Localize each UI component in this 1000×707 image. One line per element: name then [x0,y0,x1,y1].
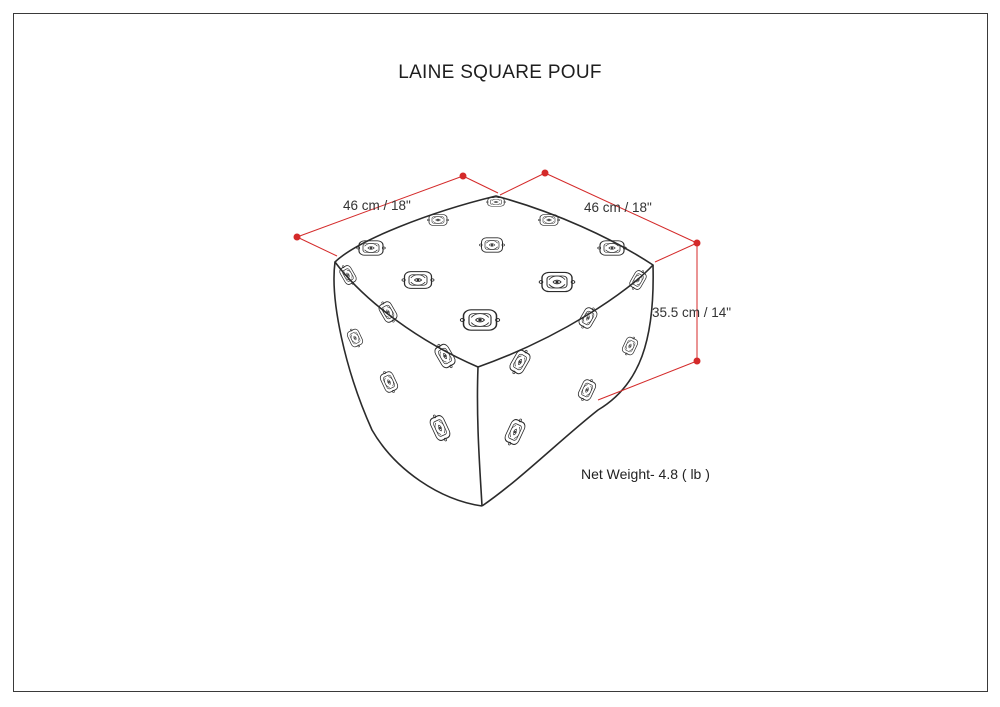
top-motifs [356,197,627,331]
right-side-motifs [501,267,649,449]
pouf-outline [333,195,654,507]
dimension-point [541,169,549,177]
left-side-motifs [337,262,459,445]
net-weight: Net Weight- 4.8 ( lb ) [581,466,710,482]
product-title: LAINE SQUARE POUF [398,62,602,83]
dimension-point [293,233,301,241]
height-label: 35.5 cm / 14" [652,305,732,320]
width-right-label: 46 cm / 18" [584,200,652,215]
drawing-frame [13,13,988,692]
width-left-label: 46 cm / 18" [343,198,411,213]
dimension-point [693,357,701,365]
dimension-lines [293,169,701,401]
dimension-point [459,172,467,180]
